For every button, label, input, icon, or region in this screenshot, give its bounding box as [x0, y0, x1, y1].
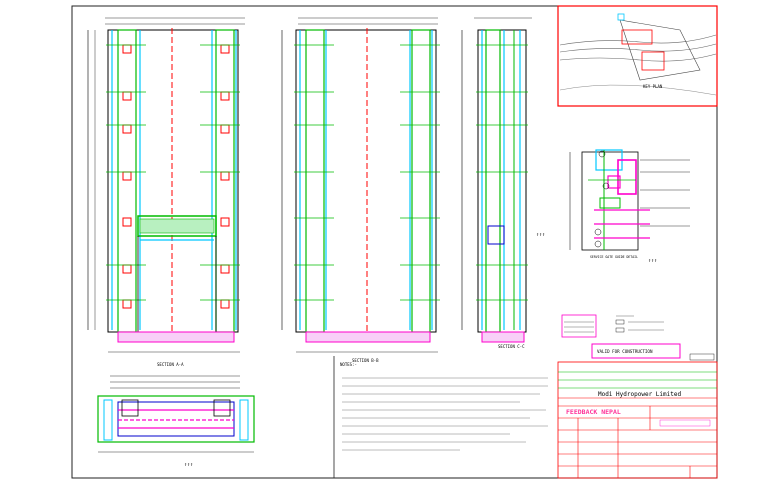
project-title: Modi Hydropower Limited — [598, 391, 681, 398]
svg-text:VALID FOR CONSTRUCTION: VALID FOR CONSTRUCTION — [597, 349, 653, 354]
plan-view: ↑↑↑ — [97, 375, 255, 468]
section-c-c: ↑↑↑ SECTION C-C — [461, 17, 545, 349]
notes: NOTES:- — [333, 356, 548, 478]
svg-text:↑↑↑: ↑↑↑ — [648, 258, 657, 264]
svg-text:NOTES:-: NOTES:- — [340, 362, 357, 367]
company-name: FEEDBACK NEPAL — [566, 408, 621, 416]
legend — [561, 314, 664, 338]
section-b-b: SECTION B-B — [281, 17, 440, 363]
key-plan-label: KEY PLAN — [643, 84, 663, 89]
sheet-border — [71, 5, 718, 479]
svg-text:↑↑↑: ↑↑↑ — [536, 232, 545, 238]
title-block: Modi Hydropower Limited FEEDBACK NEPAL — [557, 353, 718, 479]
guide-detail: ↑↑↑ SERVICE GATE GUIDE DETAIL — [569, 149, 690, 264]
section-c-c-label: SECTION C-C — [498, 344, 525, 349]
section-b-b-label: SECTION B-B — [352, 358, 379, 363]
svg-text:↑↑↑: ↑↑↑ — [184, 462, 193, 468]
guide-detail-label: SERVICE GATE GUIDE DETAIL — [590, 255, 638, 259]
section-a-a-label: SECTION A-A — [157, 362, 184, 367]
key-plan: KEY PLAN — [557, 5, 718, 107]
construction-stamp: VALID FOR CONSTRUCTION — [591, 343, 681, 359]
section-a-a: SECTION A-A — [87, 17, 245, 367]
